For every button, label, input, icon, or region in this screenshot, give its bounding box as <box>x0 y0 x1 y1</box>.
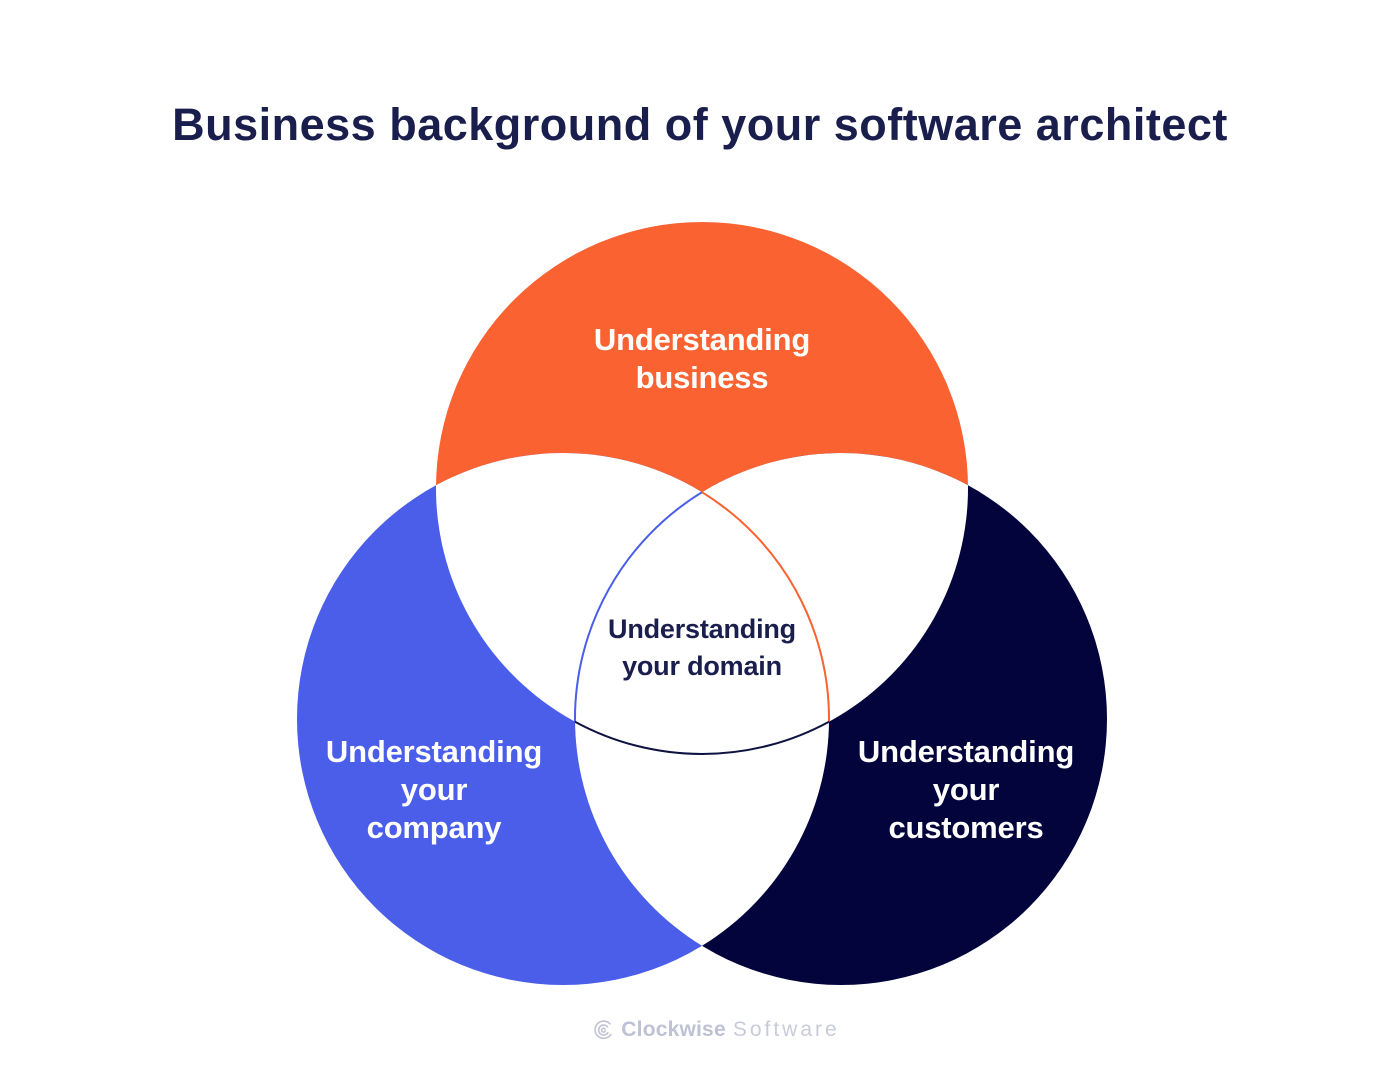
center-bottom-arc <box>574 720 830 755</box>
label-company-line2: your <box>400 772 468 807</box>
label-company-line3: company <box>366 810 502 845</box>
label-company-line1: Understanding <box>325 734 543 769</box>
brand-name-bold: Clockwise <box>621 1018 726 1041</box>
label-company: Understanding your company <box>326 733 542 847</box>
label-center-line1: Understanding <box>608 614 796 644</box>
label-customers: Understanding your customers <box>858 733 1074 847</box>
label-customers-line3: customers <box>888 810 1044 845</box>
footer-brand: Clockwise Software <box>592 1018 839 1042</box>
center-left-arc <box>573 491 703 722</box>
clockwise-logo-icon <box>594 1020 612 1040</box>
page-title: Business background of your software arc… <box>172 99 1228 150</box>
label-customers-line2: your <box>932 772 1000 807</box>
label-business-line2: business <box>635 360 769 395</box>
lens-company-customers <box>574 492 830 946</box>
brand-name-light: Software <box>732 1018 840 1041</box>
label-center-domain: Understanding your domain <box>608 611 796 685</box>
label-business: Understanding business <box>594 321 810 397</box>
label-customers-line1: Understanding <box>857 734 1075 769</box>
center-right-arc <box>701 491 831 722</box>
label-center-line2: your domain <box>622 651 782 681</box>
label-business-line1: Understanding <box>593 322 811 357</box>
